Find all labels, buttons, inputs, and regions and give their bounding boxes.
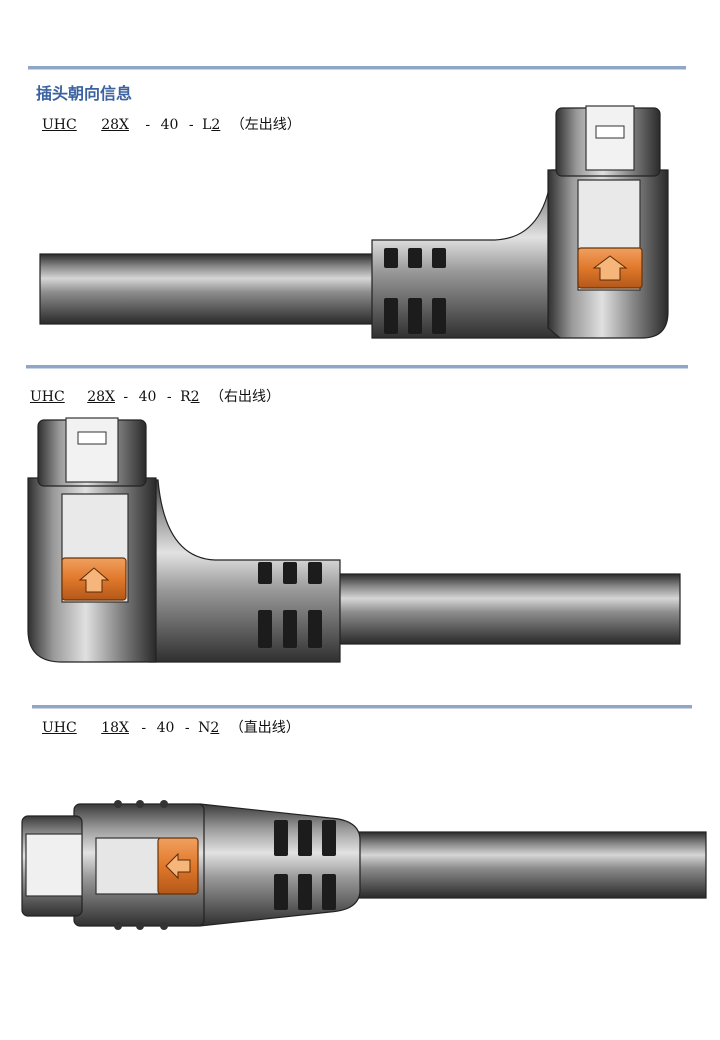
top-divider [28,66,686,69]
length-code: 40 [138,389,157,405]
separator: - [145,117,151,133]
left-exit-connector-drawing [39,105,669,339]
right-exit-connector-drawing [27,417,681,663]
straight-exit-connector-drawing [21,800,707,930]
length-code: 40 [156,720,175,736]
series-code: UHC [30,389,65,405]
series-code: UHC [42,720,77,736]
size-code: 28X [101,117,129,133]
separator: - [141,720,147,736]
size-code: 28X [87,389,115,405]
orientation-note: （左出线） [230,117,301,133]
section-divider [32,705,692,708]
orientation-code: L [202,117,212,133]
separator: - [166,389,172,405]
series-code: UHC [42,117,77,133]
separator: - [188,117,194,133]
length-code: 40 [160,117,179,133]
size-code: 18X [101,720,129,736]
page-title: 插头朝向信息 [36,84,133,103]
orientation-code: N [198,720,211,736]
separator: - [123,389,129,405]
orientation-number: 2 [190,389,200,405]
orientation-note: （右出线） [210,389,280,405]
orientation-number: 2 [210,720,220,736]
separator: - [184,720,190,736]
orientation-code: R [180,389,191,405]
section-divider [26,365,688,368]
part-number-straight: UHC 18X - 40 - N2 （直出线） [42,717,300,737]
orientation-note: （直出线） [229,720,300,736]
part-number-right: UHC 28X - 40 - R2 （右出线） [30,386,280,406]
orientation-number: 2 [211,117,221,133]
part-number-left: UHC 28X - 40 - L2 （左出线） [42,114,301,134]
